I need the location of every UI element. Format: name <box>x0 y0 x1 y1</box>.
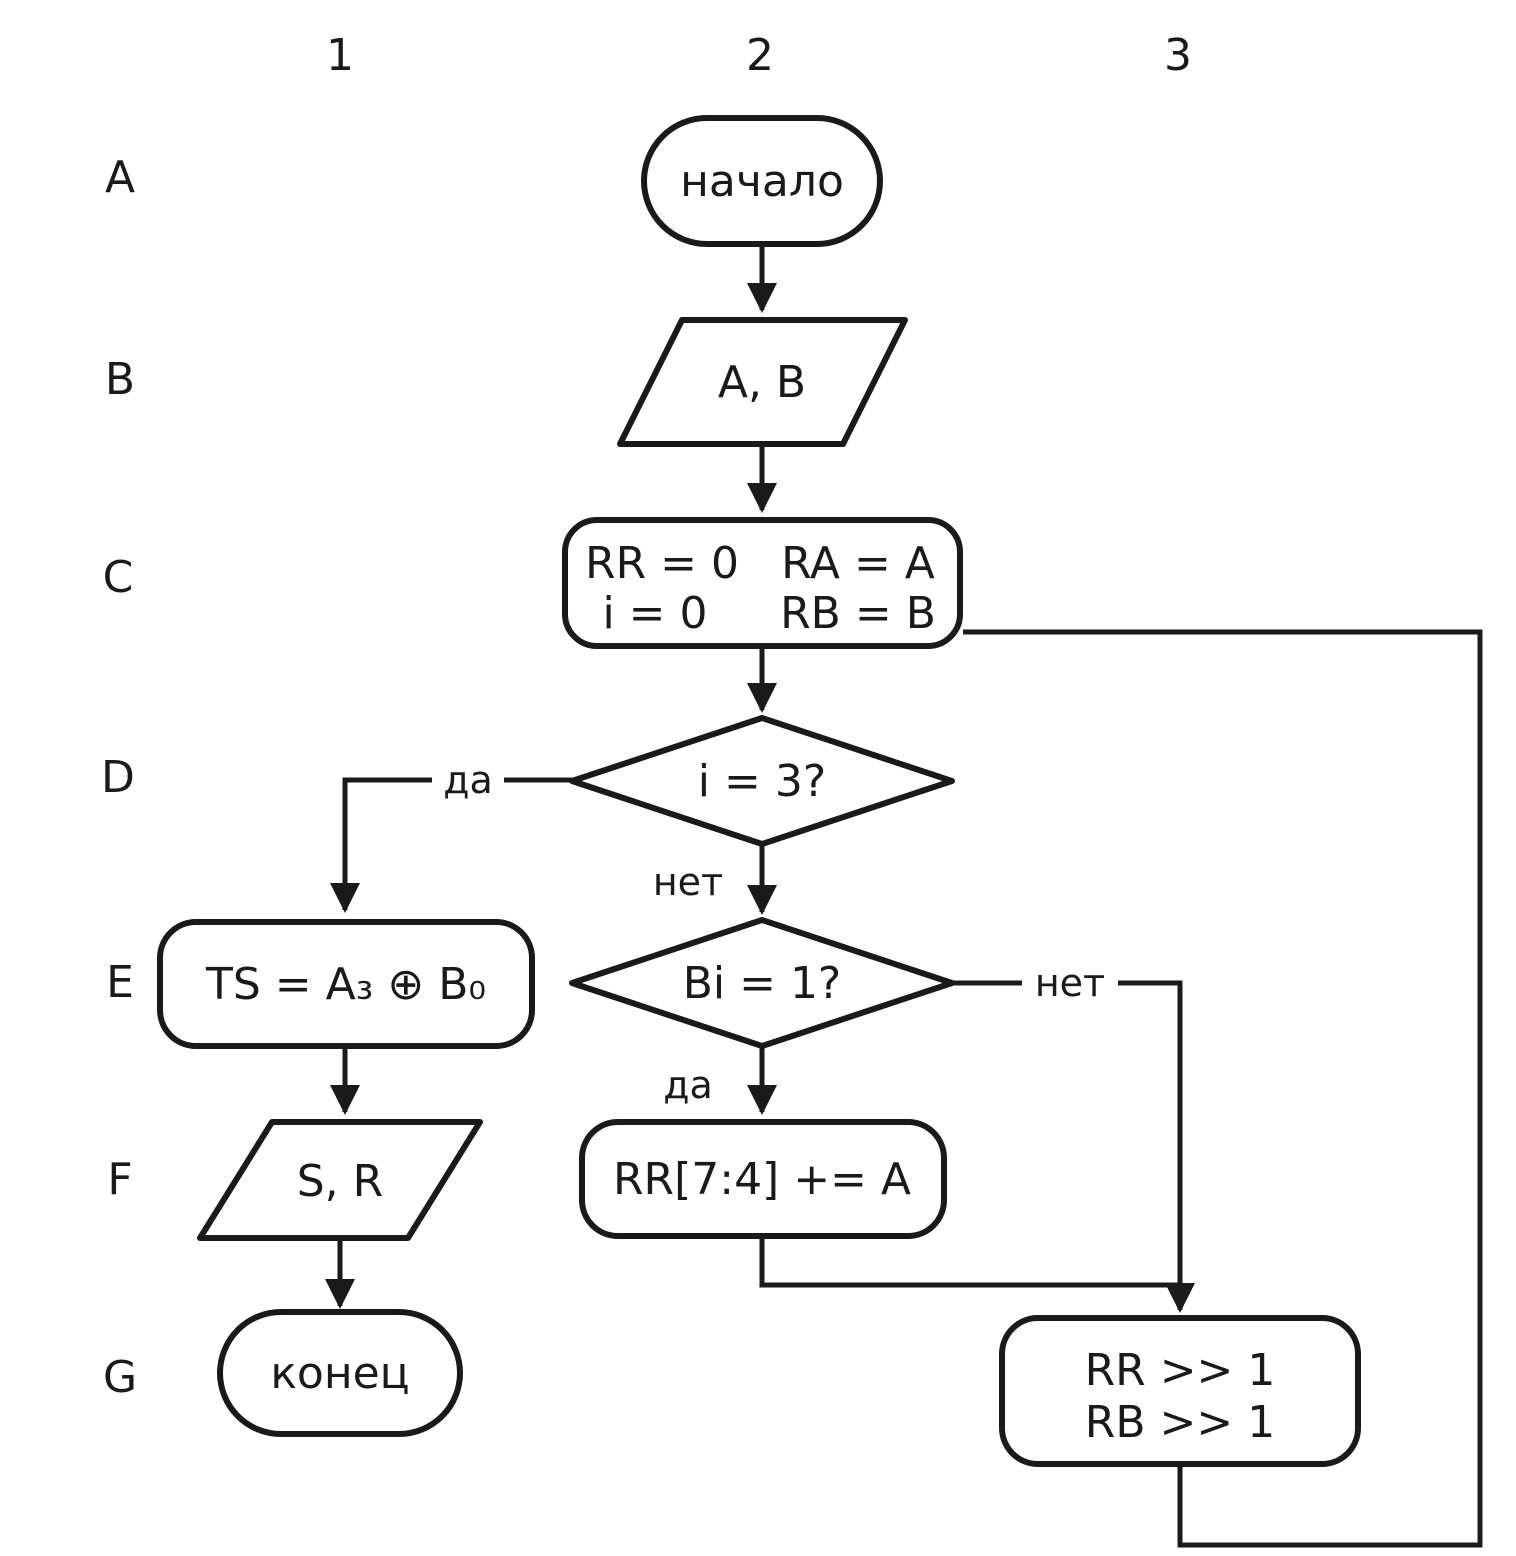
start-node-label: начало <box>680 156 844 207</box>
ts-label: TS = A₃ ⊕ B₀ <box>205 959 486 1010</box>
output-sr-label: S, R <box>297 1156 383 1207</box>
edge-add-to-shift-join <box>759 1236 1180 1288</box>
row-label-e: E <box>106 957 134 1008</box>
row-label-c: C <box>103 552 134 603</box>
cond-b-node <box>569 917 955 1049</box>
edge-shift-loop-back <box>963 629 1483 1548</box>
row-label-d: D <box>101 752 135 803</box>
cond-i-yes-label: да <box>443 758 493 802</box>
row-label-a: A <box>105 152 135 203</box>
shift-line1: RR >> 1 <box>1085 1345 1276 1396</box>
end-node <box>217 1309 463 1437</box>
row-label-f: F <box>107 1154 132 1205</box>
cond-b-yes-label: да <box>663 1063 713 1107</box>
init-line1-left: RR = 0 <box>585 538 739 589</box>
row-label-b: B <box>105 354 135 405</box>
column-label-2: 2 <box>746 30 774 81</box>
edge-cond-b-no-to-shift <box>954 980 1195 1313</box>
cond-i-yes-label-bg <box>432 755 504 803</box>
init-node <box>562 517 963 649</box>
init-line1-right: RA = A <box>781 538 935 589</box>
end-node-label: конец <box>270 1348 409 1399</box>
cond-b-no-label-bg <box>1022 958 1118 1006</box>
cond-b-label: Bi = 1? <box>683 958 842 1009</box>
add-node <box>579 1119 947 1239</box>
cond-i-no-label: нет <box>653 860 723 904</box>
column-label-1: 1 <box>326 30 354 81</box>
output-sr-node <box>197 1119 483 1241</box>
input-ab-label: A, B <box>718 357 806 408</box>
init-line2-left: i = 0 <box>602 588 707 639</box>
start-node <box>641 115 883 247</box>
column-label-3: 3 <box>1164 30 1192 81</box>
input-ab-node <box>617 317 908 447</box>
shift-node <box>999 1315 1361 1467</box>
cond-b-no-label: нет <box>1035 961 1105 1005</box>
init-line2-right: RB = B <box>780 588 936 639</box>
add-label: RR[7:4] += A <box>613 1154 911 1205</box>
row-label-g: G <box>103 1352 137 1403</box>
ts-node <box>157 919 535 1049</box>
cond-i-label: i = 3? <box>698 756 826 807</box>
cond-i-node <box>569 715 955 847</box>
shift-line2: RB >> 1 <box>1085 1397 1275 1448</box>
